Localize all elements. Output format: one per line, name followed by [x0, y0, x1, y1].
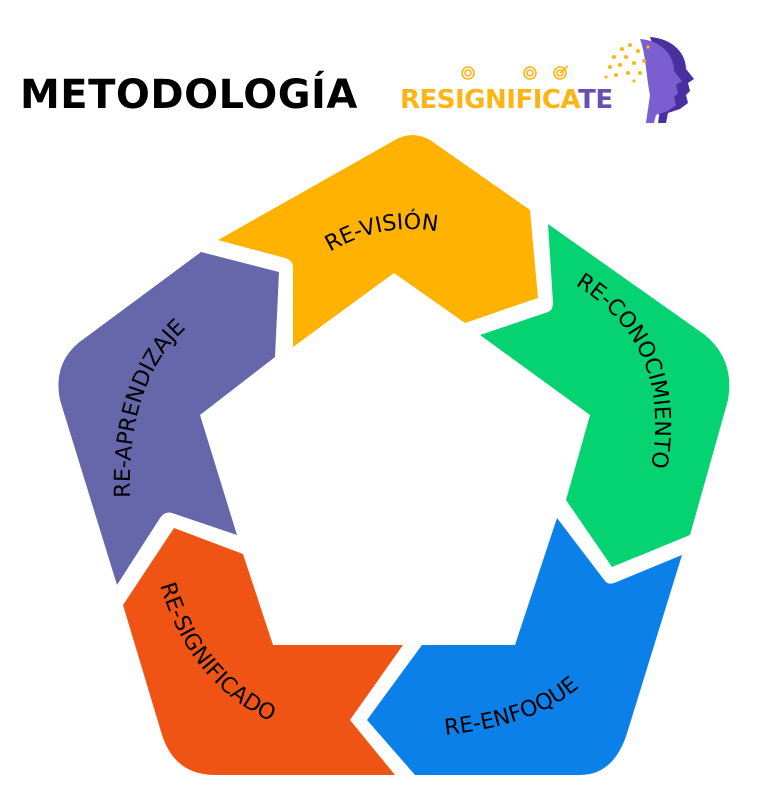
resignificate-logo: RESIGNIFICATE	[400, 35, 700, 125]
segment-re-signif	[123, 528, 403, 775]
segment-re-enfoque	[367, 518, 682, 775]
head-profile-icon	[604, 37, 694, 123]
logo-wordmark: RESIGNIFICATE	[400, 85, 613, 115]
target-icon	[461, 65, 569, 80]
logo-graphic	[461, 37, 694, 123]
segment-re-aprendizaje	[58, 252, 279, 585]
logo-text-part2: TE	[578, 85, 613, 115]
segment-re-vision	[218, 135, 538, 347]
logo-text-part1: RESIGNIFICA	[400, 85, 579, 115]
segment-re-conocimiento	[480, 224, 730, 567]
page-title: METODOLOGÍA	[20, 72, 358, 118]
